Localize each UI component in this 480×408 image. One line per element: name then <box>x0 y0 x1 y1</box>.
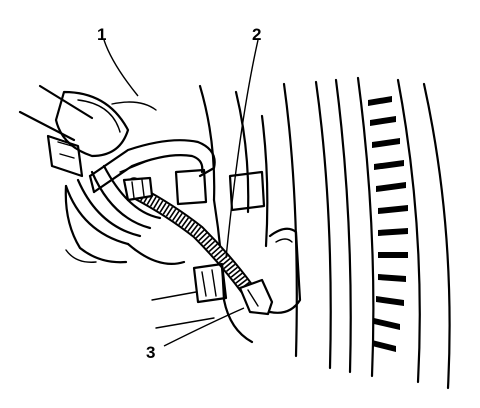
steering-knuckle <box>151 84 269 344</box>
sensor-bracket <box>88 139 216 194</box>
leader-line-3 <box>163 307 245 347</box>
leader-lines <box>103 39 259 347</box>
leader-line-1 <box>103 39 139 97</box>
sensor-harness <box>122 176 256 298</box>
drive-axle-cv-boot <box>18 84 186 265</box>
callout-label-3: 3 <box>146 343 155 362</box>
wheel-speed-sensor <box>192 227 302 316</box>
callout-label-1: 1 <box>97 25 106 44</box>
callout-label-2: 2 <box>252 25 261 44</box>
leader-line-2 <box>225 39 259 259</box>
brake-rotor <box>282 76 451 390</box>
rotor-cooling-fins <box>368 96 408 352</box>
